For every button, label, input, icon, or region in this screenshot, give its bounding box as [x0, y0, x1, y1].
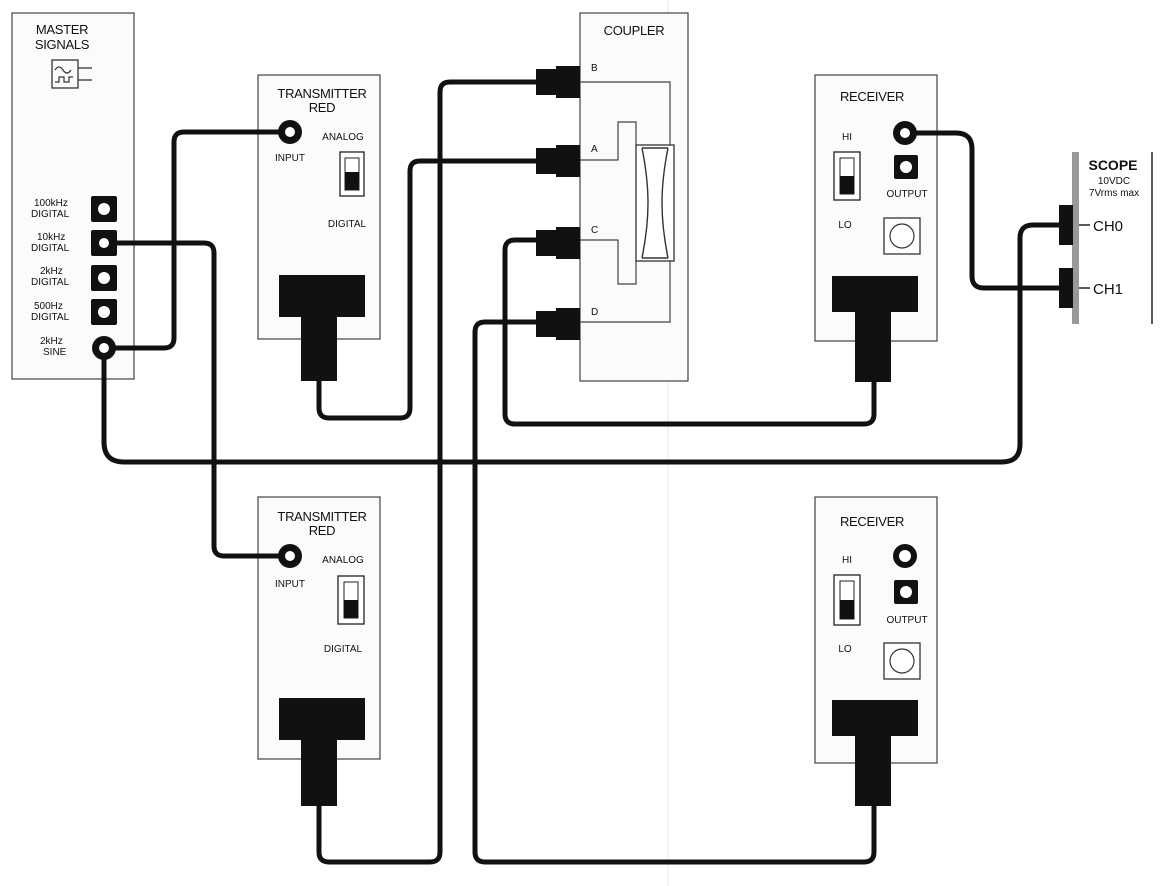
receiver-bottom-output-label: OUTPUT	[886, 615, 927, 626]
receiver-top-module: RECEIVER HI LO OUTPUT	[814, 74, 938, 382]
transmitter-top-module: TRANSMITTER RED INPUT ANALOG DIGITAL	[257, 74, 381, 381]
coupler-port-c-label: C	[591, 225, 598, 236]
cable-sine-to-transmitter-top[interactable]	[101, 129, 293, 351]
cable-sine-to-scope-ch0[interactable]	[101, 222, 1064, 465]
scope-ch0-connector[interactable]	[1059, 205, 1073, 245]
transmitter-top-title-1: TRANSMITTER	[277, 86, 366, 101]
transmitter-bottom-input-label: INPUT	[275, 579, 305, 590]
fiber-connector-icon	[279, 275, 365, 381]
output-10khz-label-1: 10kHz	[37, 232, 65, 243]
coupler-element-icon	[580, 81, 675, 323]
transmitter-bottom-mode-switch[interactable]	[337, 575, 365, 625]
receiver-top-title: RECEIVER	[840, 89, 904, 104]
transmitter-bottom-module: TRANSMITTER RED INPUT ANALOG DIGITAL	[257, 496, 381, 806]
receiver-top-output-jack[interactable]	[894, 155, 918, 179]
receiver-bottom-gain-switch[interactable]	[833, 574, 861, 626]
master-signals-title-1: MASTER	[36, 22, 88, 37]
output-2khz-sine-label-2: SINE	[43, 347, 67, 358]
transmitter-bottom-title-2: RED	[309, 523, 336, 538]
output-10khz-label-2: DIGITAL	[31, 243, 70, 254]
scope-ch1-connector[interactable]	[1059, 268, 1073, 308]
fiber-connector-icon	[832, 700, 918, 806]
scope-title: SCOPE	[1088, 157, 1137, 173]
scope-ch1-label: CH1	[1093, 281, 1123, 298]
output-2khz-digital-label-1: 2kHz	[40, 266, 63, 277]
coupler-port-b-label: B	[591, 63, 598, 74]
coupler-port-d-connector[interactable]	[536, 308, 580, 340]
transmitter-top-title-2: RED	[309, 100, 336, 115]
coupler-port-a-label: A	[591, 144, 598, 155]
output-500hz-jack[interactable]	[91, 299, 117, 325]
scope-module: SCOPE 10VDC 7Vrms max CH0 CH1	[1059, 152, 1153, 324]
coupler-port-d-label: D	[591, 307, 598, 318]
receiver-top-lo-label: LO	[838, 220, 852, 231]
cable-transmitter-top-to-coupler-a[interactable]	[316, 158, 541, 421]
output-500hz-label-1: 500Hz	[34, 301, 63, 312]
transmitter-bottom-title-1: TRANSMITTER	[277, 509, 366, 524]
cable-coupler-c-to-receiver-top[interactable]	[502, 237, 877, 427]
cables	[101, 79, 1064, 865]
transmitter-top-analog-label: ANALOG	[322, 132, 364, 143]
receiver-bottom-title: RECEIVER	[840, 514, 904, 529]
receiver-bottom-hi-label: HI	[842, 555, 852, 566]
receiver-top-hi-label: HI	[842, 132, 852, 143]
transmitter-top-input-label: INPUT	[275, 153, 305, 164]
coupler-port-a-connector[interactable]	[536, 145, 580, 177]
cable-transmitter-bottom-to-coupler-b[interactable]	[316, 79, 541, 865]
cable-receiver-top-to-scope-ch1[interactable]	[902, 130, 1064, 291]
coupler-title: COUPLER	[604, 23, 665, 38]
output-100khz-jack[interactable]	[91, 196, 117, 222]
output-500hz-label-2: DIGITAL	[31, 312, 70, 323]
receiver-top-output-label: OUTPUT	[886, 189, 927, 200]
scope-spec-1: 10VDC	[1098, 176, 1130, 187]
output-2khz-sine-label-1: 2kHz	[40, 336, 63, 347]
output-2khz-digital-jack[interactable]	[91, 265, 117, 291]
scope-spec-2: 7Vrms max	[1089, 188, 1139, 199]
master-signals-title-2: SIGNALS	[35, 37, 90, 52]
output-100khz-label-2: DIGITAL	[31, 209, 70, 220]
coupler-port-c-connector[interactable]	[536, 227, 580, 259]
transmitter-top-mode-switch[interactable]	[339, 151, 365, 197]
coupler-port-b-connector[interactable]	[536, 66, 580, 98]
fiber-connector-icon	[279, 698, 365, 806]
transmitter-bottom-analog-label: ANALOG	[322, 555, 364, 566]
photo-sensor-icon	[883, 217, 921, 255]
scope-ch0-label: CH0	[1093, 218, 1123, 235]
receiver-bottom-input-jack[interactable]	[893, 544, 917, 568]
fiber-connector-icon	[832, 276, 918, 382]
receiver-top-gain-switch[interactable]	[833, 151, 861, 201]
output-100khz-label-1: 100kHz	[34, 198, 68, 209]
jack-plugs	[92, 121, 916, 567]
cable-coupler-d-to-receiver-bottom[interactable]	[472, 319, 877, 865]
receiver-bottom-module: RECEIVER HI LO OUTPUT	[814, 496, 938, 806]
cable-10khz-to-transmitter-bottom[interactable]	[101, 240, 293, 559]
receiver-bottom-lo-label: LO	[838, 644, 852, 655]
transmitter-top-digital-label: DIGITAL	[328, 219, 367, 230]
output-2khz-digital-label-2: DIGITAL	[31, 277, 70, 288]
receiver-bottom-output-jack[interactable]	[894, 580, 918, 604]
transmitter-bottom-digital-label: DIGITAL	[324, 644, 363, 655]
master-signals-module: MASTER SIGNALS 100kHz DIGITAL 10kHz DIGI…	[11, 12, 135, 380]
coupler-module: COUPLER B A C D	[536, 12, 689, 382]
waveform-generator-icon	[51, 59, 92, 89]
photo-sensor-icon	[883, 642, 921, 680]
